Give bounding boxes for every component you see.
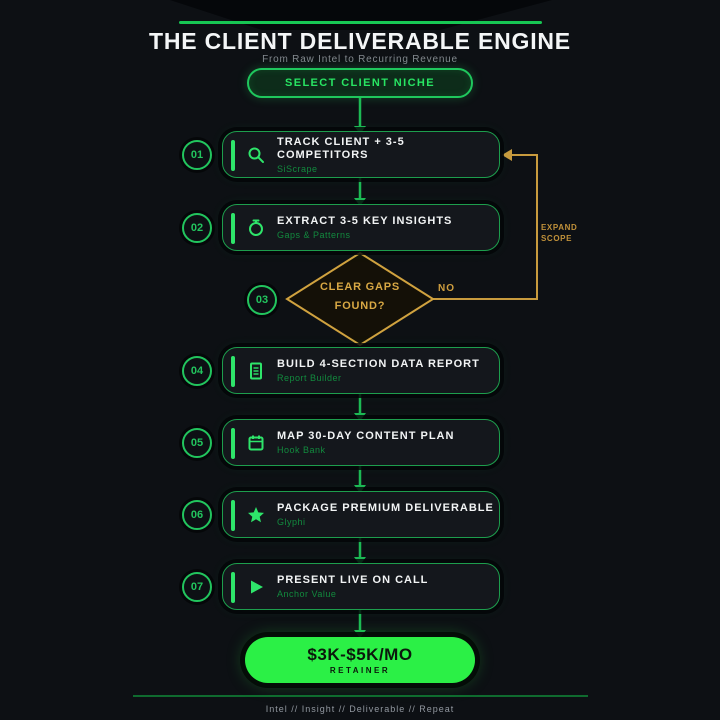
title-divider xyxy=(179,21,542,24)
step-subtitle: Glyphi xyxy=(277,517,306,527)
stopwatch-icon xyxy=(247,219,265,237)
step-title: PRESENT LIVE ON CALL xyxy=(277,574,429,586)
step-number-badge: 06 xyxy=(182,500,212,530)
decision-question: CLEAR GAPS FOUND? xyxy=(300,278,420,316)
step-number-badge: 05 xyxy=(182,428,212,458)
start-node-label: SELECT CLIENT NICHE xyxy=(284,77,436,89)
play-icon xyxy=(247,578,265,596)
document-icon xyxy=(247,362,265,380)
footer-divider xyxy=(133,695,588,697)
accent-bar xyxy=(231,500,235,531)
footer-tagline: Intel // Insight // Deliverable // Repea… xyxy=(265,704,455,714)
step-node-package: PACKAGE PREMIUM DELIVERABLE Glyphi xyxy=(222,491,500,538)
step-node-track: TRACK CLIENT + 3-5 COMPETITORS SiScrape xyxy=(222,131,500,178)
expand-scope-label: EXPAND SCOPE xyxy=(541,222,577,244)
step-number-badge: 03 xyxy=(247,285,277,315)
decision-question-line2: FOUND? xyxy=(334,300,386,312)
accent-bar xyxy=(231,356,235,387)
step-subtitle: Report Builder xyxy=(277,373,342,383)
decision-question-line1: CLEAR GAPS xyxy=(319,281,401,293)
step-node-extract: EXTRACT 3-5 KEY INSIGHTS Gaps & Patterns xyxy=(222,204,500,251)
step-number-badge: 01 xyxy=(182,140,212,170)
result-label: RETAINER xyxy=(329,666,391,675)
step-node-content-plan: MAP 30-DAY CONTENT PLAN Hook Bank xyxy=(222,419,500,466)
step-subtitle: Gaps & Patterns xyxy=(277,230,351,240)
step-title: MAP 30-DAY CONTENT PLAN xyxy=(277,430,455,442)
step-title: PACKAGE PREMIUM DELIVERABLE xyxy=(277,502,494,514)
step-node-present: PRESENT LIVE ON CALL Anchor Value xyxy=(222,563,500,610)
loop-arrowhead xyxy=(502,149,512,161)
page-title: THE CLIENT DELIVERABLE ENGINE xyxy=(149,28,571,54)
step-number-badge: 04 xyxy=(182,356,212,386)
step-title: TRACK CLIENT + 3-5 COMPETITORS xyxy=(277,135,405,161)
step-title: EXTRACT 3-5 KEY INSIGHTS xyxy=(277,215,453,227)
search-icon xyxy=(247,146,265,164)
start-node: SELECT CLIENT NICHE xyxy=(247,68,473,98)
step-title: BUILD 4-SECTION DATA REPORT xyxy=(277,358,480,370)
accent-bar xyxy=(231,428,235,459)
step-number-badge: 02 xyxy=(182,213,212,243)
no-branch-label: NO xyxy=(438,283,455,294)
calendar-icon xyxy=(247,434,265,452)
step-subtitle: SiScrape xyxy=(277,163,318,174)
accent-bar xyxy=(231,140,235,171)
step-subtitle: Hook Bank xyxy=(277,445,326,455)
accent-bar xyxy=(231,213,235,244)
result-node: $3K-$5K/MO RETAINER xyxy=(245,637,475,683)
step-node-report: BUILD 4-SECTION DATA REPORT Report Build… xyxy=(222,347,500,394)
step-number-badge: 07 xyxy=(182,572,212,602)
star-icon xyxy=(247,506,265,524)
accent-bar xyxy=(231,572,235,603)
expand-scope-line1: EXPAND xyxy=(541,223,578,232)
decision-diamond xyxy=(285,251,435,347)
step-subtitle: Anchor Value xyxy=(277,589,337,599)
result-amount: $3K-$5K/MO xyxy=(307,645,413,664)
page-subtitle: From Raw Intel to Recurring Revenue xyxy=(262,54,458,65)
expand-scope-line2: SCOPE xyxy=(541,234,573,243)
